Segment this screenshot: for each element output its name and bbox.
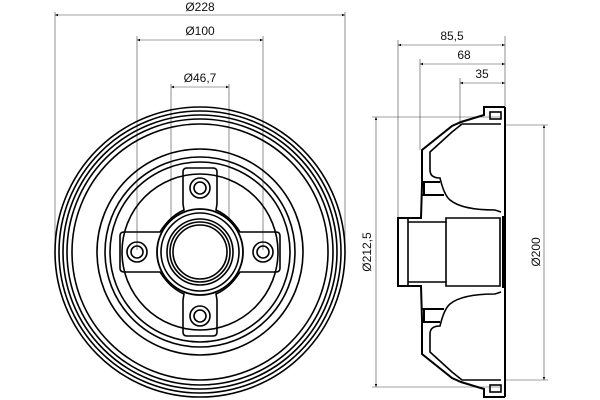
dim-hub-height: 35 bbox=[475, 67, 489, 81]
dim-pcd: Ø100 bbox=[185, 24, 215, 38]
dim-outer-diameter: Ø228 bbox=[185, 0, 215, 14]
center-hub bbox=[156, 208, 244, 296]
hub-flange bbox=[119, 167, 281, 337]
drum-inner-rings bbox=[96, 148, 304, 356]
dim-outer-flange-diameter: Ø212,5 bbox=[360, 232, 374, 272]
dim-braking-diameter: Ø200 bbox=[529, 237, 543, 267]
drum-profile bbox=[397, 106, 506, 398]
bolt-holes bbox=[126, 177, 274, 327]
side-view: 85,5 68 35 Ø212,5 Ø200 bbox=[360, 29, 548, 398]
front-view: Ø228 Ø100 Ø46,7 bbox=[54, 0, 346, 398]
dim-drum-depth: 68 bbox=[457, 48, 471, 62]
dim-total-height: 85,5 bbox=[440, 29, 464, 43]
dim-center-bore: Ø46,7 bbox=[184, 71, 217, 85]
drum-outer-rings bbox=[54, 106, 346, 398]
